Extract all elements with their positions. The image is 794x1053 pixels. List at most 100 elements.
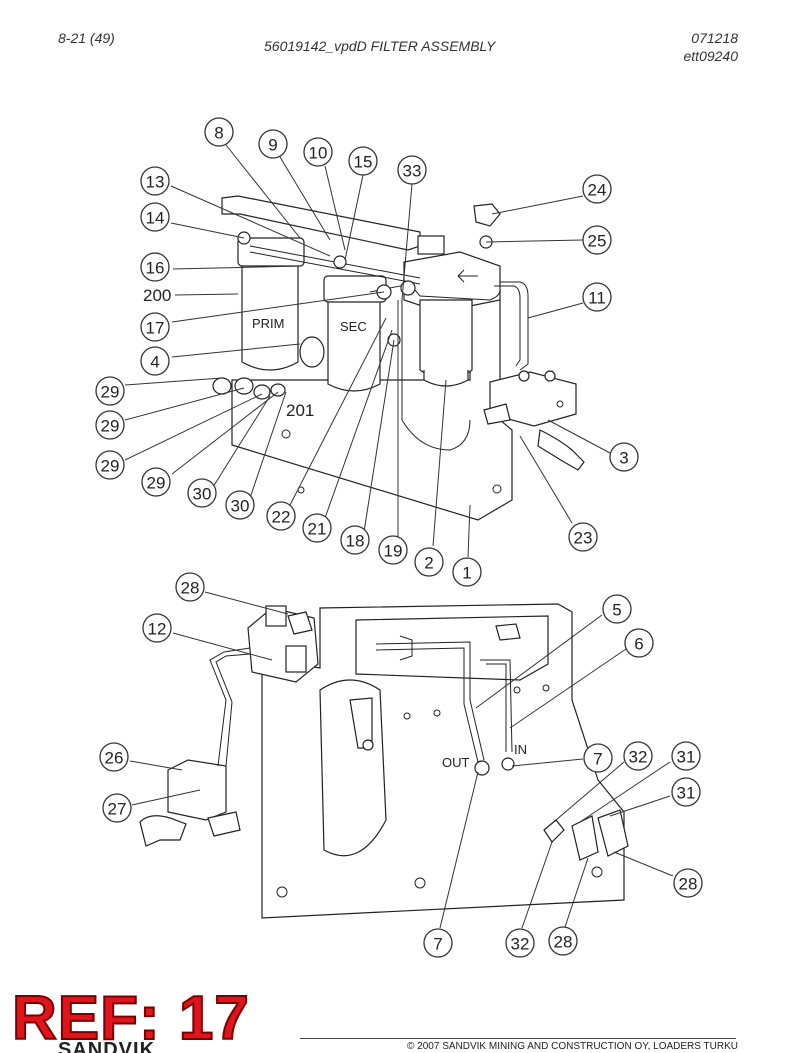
upper-callout-number-21: 21 <box>308 520 327 539</box>
lower-callout-number-28: 28 <box>181 579 200 598</box>
lower-callout-number-26: 26 <box>105 749 124 768</box>
upper-callout-number-1: 1 <box>462 564 471 583</box>
upper-assembly: PRIM SEC <box>124 144 611 558</box>
upper-callout-number-23: 23 <box>574 529 593 548</box>
upper-callout-circle-13 <box>140 166 170 196</box>
upper-callout-circle-30 <box>225 490 255 520</box>
lower-callout-number-12: 12 <box>148 620 167 639</box>
upper-callout-circle-19 <box>378 535 408 565</box>
lower-callout-circle-7 <box>423 928 453 958</box>
label-200: 200 <box>143 286 171 305</box>
upper-callout-circle-29 <box>95 376 125 406</box>
lower-callout-number-28: 28 <box>679 875 698 894</box>
lower-callout-circle-12 <box>142 613 172 643</box>
sec-label: SEC <box>340 319 367 334</box>
lower-leader-lines <box>129 591 674 929</box>
page-reference: 8-21 (49) <box>58 30 115 46</box>
lower-callout-number-32: 32 <box>511 935 530 954</box>
loose-elbow-b <box>597 809 629 857</box>
upper-callout-circle-8 <box>204 117 234 147</box>
upper-callout-circle-18 <box>340 525 370 555</box>
lower-callout-circle-28 <box>548 926 578 956</box>
out-label: OUT <box>442 755 470 770</box>
label-201: 201 <box>286 401 314 420</box>
lower-callout-number-7: 7 <box>593 750 602 769</box>
footer-rule <box>300 1038 736 1039</box>
upper-callout-number-18: 18 <box>346 532 365 551</box>
lower-callout-number-7: 7 <box>433 935 442 954</box>
lower-callout-circle-28 <box>175 572 205 602</box>
upper-callout-circle-29 <box>95 410 125 440</box>
lower-callout-circle-31 <box>671 777 701 807</box>
lower-callout-number-31: 31 <box>677 748 696 767</box>
lower-callout-circle-27 <box>102 793 132 823</box>
copyright-notice: © 2007 SANDVIK MINING AND CONSTRUCTION O… <box>407 1041 738 1052</box>
lower-callout-circle-32 <box>623 741 653 771</box>
drawing-code: ett09240 <box>683 48 739 64</box>
upper-callout-circle-9 <box>258 129 288 159</box>
lower-callout-number-28: 28 <box>554 933 573 952</box>
upper-callout-circle-23 <box>568 522 598 552</box>
left-small-block <box>167 759 227 821</box>
upper-callout-circle-11 <box>582 282 612 312</box>
upper-callout-number-3: 3 <box>619 449 628 468</box>
lower-assembly: OUT IN <box>129 591 674 929</box>
date-code: 071218 <box>691 30 738 46</box>
in-label: IN <box>514 742 527 757</box>
secondary-filter-bowl <box>327 297 381 392</box>
upper-callout-number-24: 24 <box>588 181 607 200</box>
upper-callout-number-4: 4 <box>150 353 159 372</box>
ref-stamp: REF: 17 <box>11 984 250 1053</box>
upper-callout-number-29: 29 <box>101 417 120 436</box>
upper-callout-number-16: 16 <box>146 259 165 278</box>
loose-elbow-a <box>571 815 599 861</box>
upper-callout-number-8: 8 <box>214 124 223 143</box>
primary-filter-bowl <box>241 261 299 371</box>
upper-callout-circle-22 <box>266 501 296 531</box>
lower-callout-number-31: 31 <box>677 784 696 803</box>
upper-callout-circle-1 <box>452 557 482 587</box>
upper-callout-number-11: 11 <box>588 289 606 308</box>
upper-callout-circle-33 <box>397 155 427 185</box>
upper-callout-circle-16 <box>140 252 170 282</box>
upper-callout-number-33: 33 <box>403 162 422 181</box>
upper-callout-number-29: 29 <box>101 383 120 402</box>
large-filter-head <box>403 251 501 313</box>
lower-callout-number-27: 27 <box>108 800 127 819</box>
lower-callout-circle-32 <box>505 928 535 958</box>
upper-callout-circle-29 <box>141 467 171 497</box>
large-filter-bowl <box>419 299 473 380</box>
prim-label: PRIM <box>252 316 285 331</box>
drawing-title: 56019142_vpdD FILTER ASSEMBLY <box>264 38 496 54</box>
upper-callout-circle-30 <box>187 478 217 508</box>
lower-callout-circle-6 <box>624 628 654 658</box>
upper-callout-number-15: 15 <box>354 153 373 172</box>
lower-callout-number-6: 6 <box>634 635 643 654</box>
upper-callout-number-30: 30 <box>193 485 212 504</box>
lower-callout-circle-26 <box>99 742 129 772</box>
upper-callout-circle-3 <box>609 442 639 472</box>
upper-callout-circle-21 <box>302 513 332 543</box>
lower-callout-circle-5 <box>602 594 632 624</box>
upper-callout-number-30: 30 <box>231 497 250 516</box>
sandvik-logo-fragment: SANDVIK <box>58 1040 156 1053</box>
lower-callout-circle-7 <box>583 743 613 773</box>
lower-callout-circle-28 <box>673 868 703 898</box>
upper-callout-number-9: 9 <box>268 136 277 155</box>
loose-fitting-32 <box>543 819 565 843</box>
upper-callout-number-29: 29 <box>147 474 166 493</box>
upper-callout-circle-4 <box>140 346 170 376</box>
upper-callout-number-22: 22 <box>272 508 291 527</box>
upper-callout-circle-15 <box>348 146 378 176</box>
upper-callout-circle-2 <box>414 547 444 577</box>
upper-callout-circle-17 <box>140 312 170 342</box>
upper-callout-number-13: 13 <box>146 173 165 192</box>
upper-callout-circle-10 <box>303 137 333 167</box>
upper-callout-circle-14 <box>140 202 170 232</box>
upper-callout-circle-25 <box>582 225 612 255</box>
upper-callout-number-14: 14 <box>146 209 165 228</box>
upper-callout-number-19: 19 <box>384 542 403 561</box>
top-bracket <box>221 195 421 251</box>
